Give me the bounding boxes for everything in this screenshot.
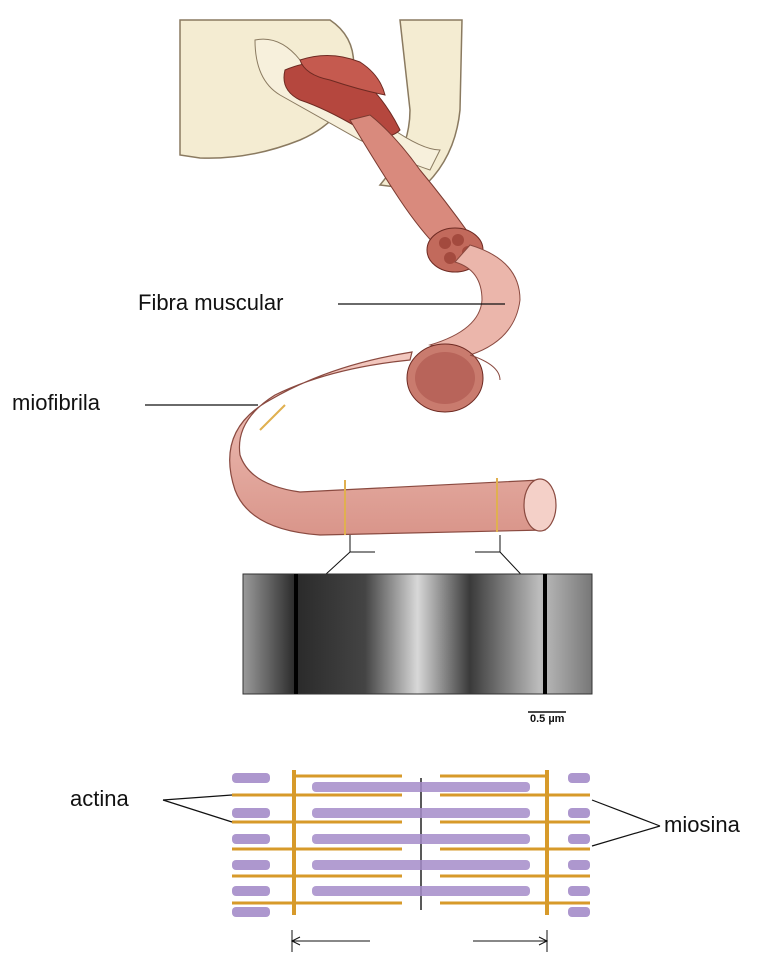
myofibril-tube xyxy=(230,352,556,535)
actina-leaders xyxy=(163,795,232,822)
electron-micrograph xyxy=(243,574,592,694)
actina-label: actina xyxy=(70,786,129,812)
miofibrila-label: miofibrila xyxy=(12,390,100,416)
miosina-label: miosina xyxy=(664,812,740,838)
miosina-leaders xyxy=(592,800,660,846)
sarcomere-length-arrow xyxy=(292,930,547,952)
fibra-muscular-label: Fibra muscular xyxy=(138,290,283,316)
arm-illustration xyxy=(180,20,462,190)
scale-bar-label: 0.5 µm xyxy=(530,713,564,725)
sarcomere-schematic xyxy=(232,770,590,917)
